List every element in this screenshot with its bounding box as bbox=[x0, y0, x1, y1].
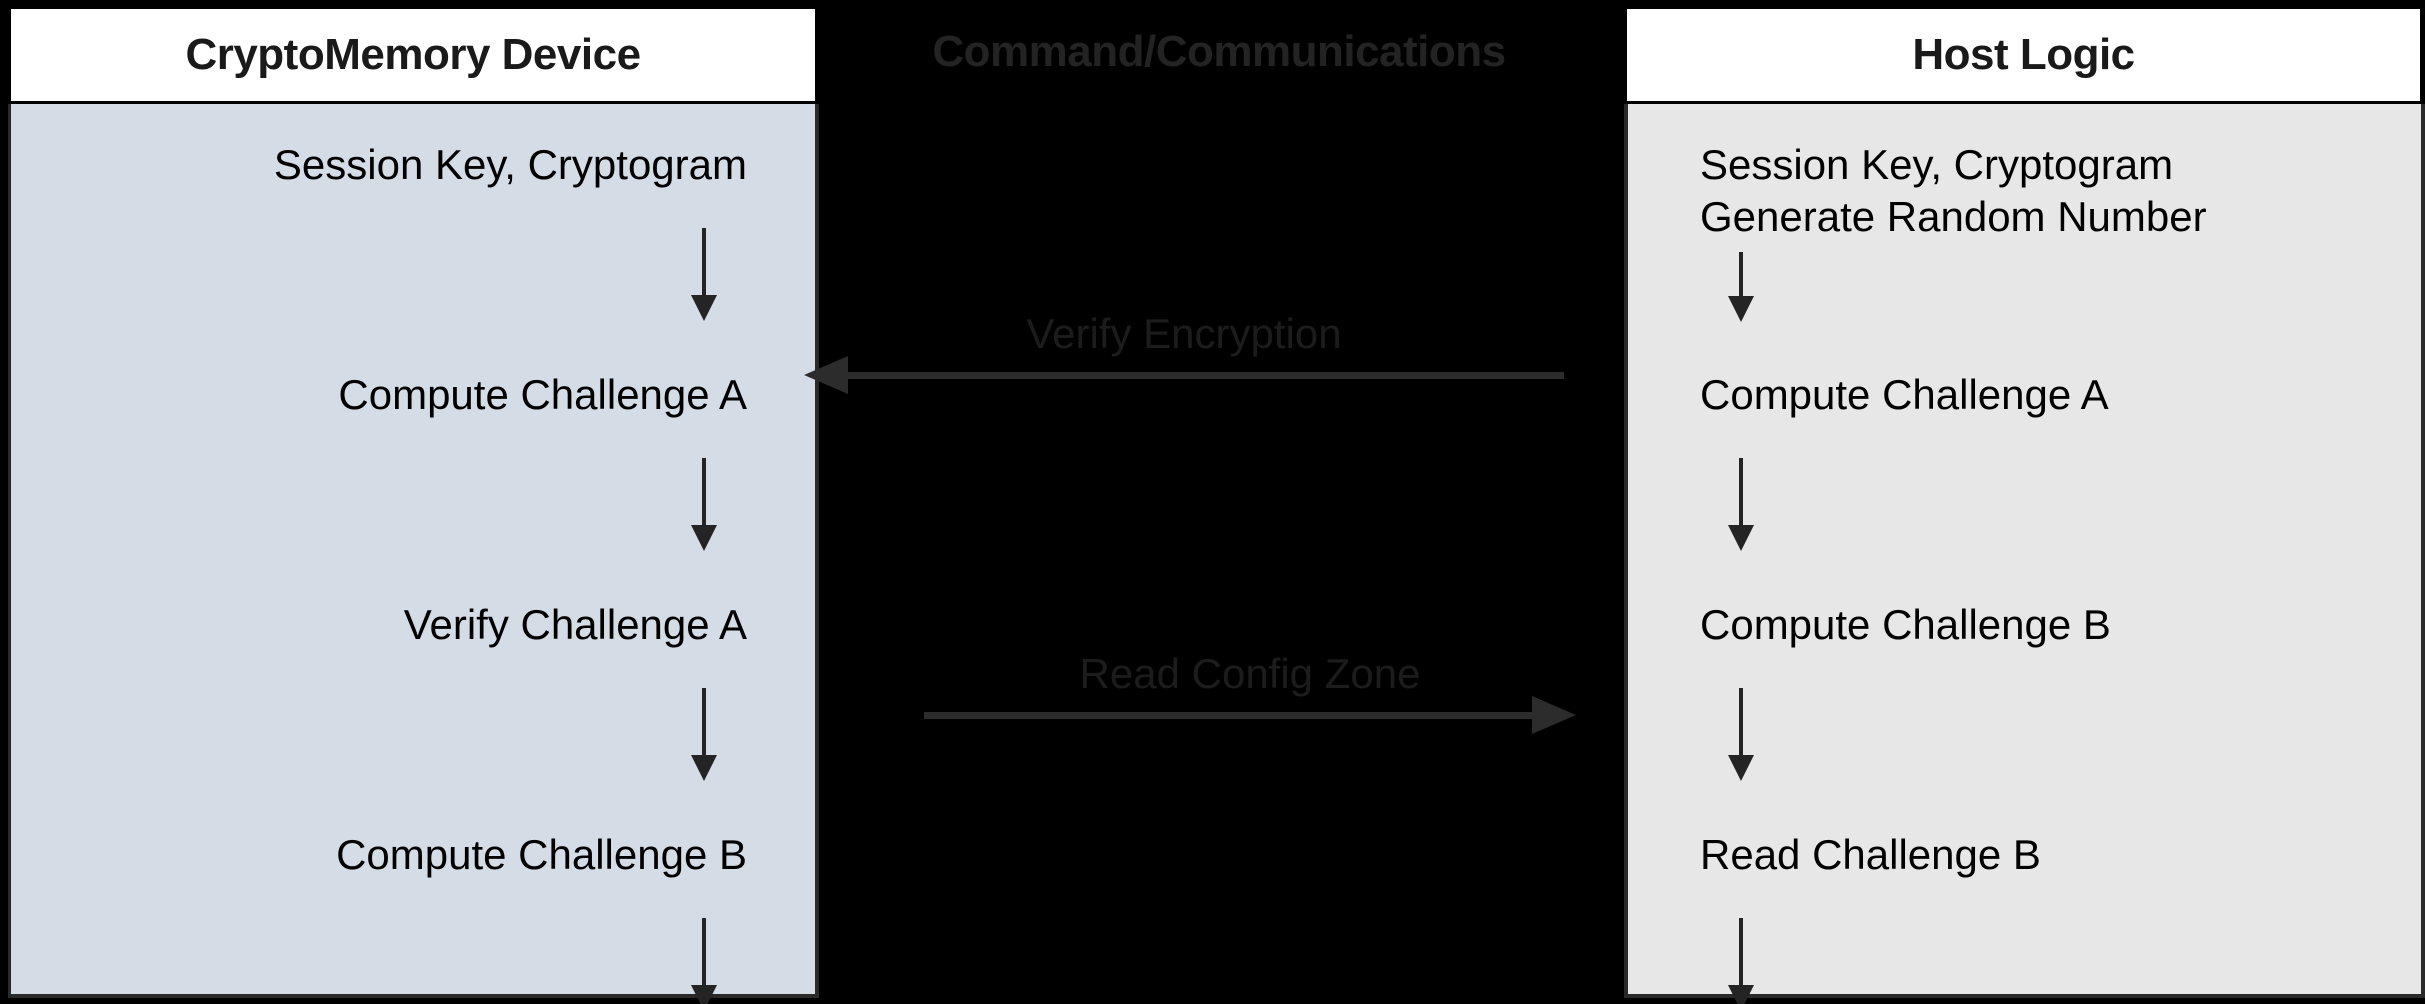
arrow-shaft bbox=[1739, 458, 1743, 525]
arrow-shaft bbox=[702, 918, 706, 985]
column-header-cryptomemory-device: CryptoMemory Device bbox=[8, 6, 818, 104]
arrow-head-down-icon bbox=[1728, 985, 1754, 1004]
host-step-compute-challenge-b: Compute Challenge B bbox=[1700, 601, 2111, 648]
host-flow-arrow-2 bbox=[1728, 458, 1754, 551]
arrow-head-right-icon bbox=[1532, 696, 1576, 734]
host-flow-arrow-1 bbox=[1728, 252, 1754, 322]
arrow-shaft bbox=[1739, 688, 1743, 755]
arrow-head-down-icon bbox=[1728, 525, 1754, 551]
arrow-shaft bbox=[702, 458, 706, 525]
device-step-session-key-cryptogram: Session Key, Cryptogram bbox=[273, 141, 747, 188]
arrow-head-down-icon bbox=[691, 295, 717, 321]
device-flow-arrow-2 bbox=[691, 458, 717, 551]
arrow-head-down-icon bbox=[691, 525, 717, 551]
arrow-head-down-icon bbox=[691, 985, 717, 1004]
arrow-head-left-icon bbox=[804, 356, 848, 394]
message-line bbox=[844, 372, 1564, 379]
column-header-host-logic: Host Logic bbox=[1624, 6, 2423, 104]
host-step-session-key-cryptogram: Session Key, Cryptogram bbox=[1700, 141, 2174, 188]
arrow-head-down-icon bbox=[691, 755, 717, 781]
host-step-generate-random-number: Generate Random Number bbox=[1700, 193, 2207, 240]
device-column-panel: Session Key, Cryptogram Compute Challeng… bbox=[8, 104, 819, 1004]
host-flow-arrow-3 bbox=[1728, 688, 1754, 781]
arrow-shaft bbox=[1739, 252, 1743, 296]
arrow-head-down-icon bbox=[1728, 755, 1754, 781]
arrow-head-down-icon bbox=[1728, 296, 1754, 322]
column-header-command-communications: Command/Communications bbox=[824, 6, 1614, 98]
message-line bbox=[924, 712, 1536, 719]
host-step-read-challenge-b: Read Challenge B bbox=[1700, 831, 2041, 878]
device-flow-arrow-4 bbox=[691, 918, 717, 1004]
device-flow-arrow-1 bbox=[691, 228, 717, 321]
comms-column-panel: Verify Encryption Read Config Zone bbox=[804, 104, 1614, 994]
arrow-shaft bbox=[702, 688, 706, 755]
device-step-verify-challenge-a: Verify Challenge A bbox=[403, 601, 747, 648]
column-header-host-label: Host Logic bbox=[1912, 30, 2135, 79]
arrow-shaft bbox=[1739, 918, 1743, 985]
host-flow-arrow-4 bbox=[1728, 918, 1754, 1004]
device-step-compute-challenge-b: Compute Challenge B bbox=[336, 831, 747, 878]
message-read-config-zone-label: Read Config Zone bbox=[1079, 650, 1421, 697]
arrow-shaft bbox=[702, 228, 706, 295]
column-header-device-label: CryptoMemory Device bbox=[185, 30, 641, 79]
host-column-panel: Session Key, Cryptogram Generate Random … bbox=[1624, 104, 2425, 1004]
host-step-compute-challenge-a: Compute Challenge A bbox=[1700, 371, 2109, 418]
device-step-compute-challenge-a: Compute Challenge A bbox=[338, 371, 747, 418]
message-verify-encryption-label: Verify Encryption bbox=[1026, 310, 1342, 357]
device-flow-arrow-3 bbox=[691, 688, 717, 781]
column-header-comms-label: Command/Communications bbox=[932, 27, 1506, 76]
